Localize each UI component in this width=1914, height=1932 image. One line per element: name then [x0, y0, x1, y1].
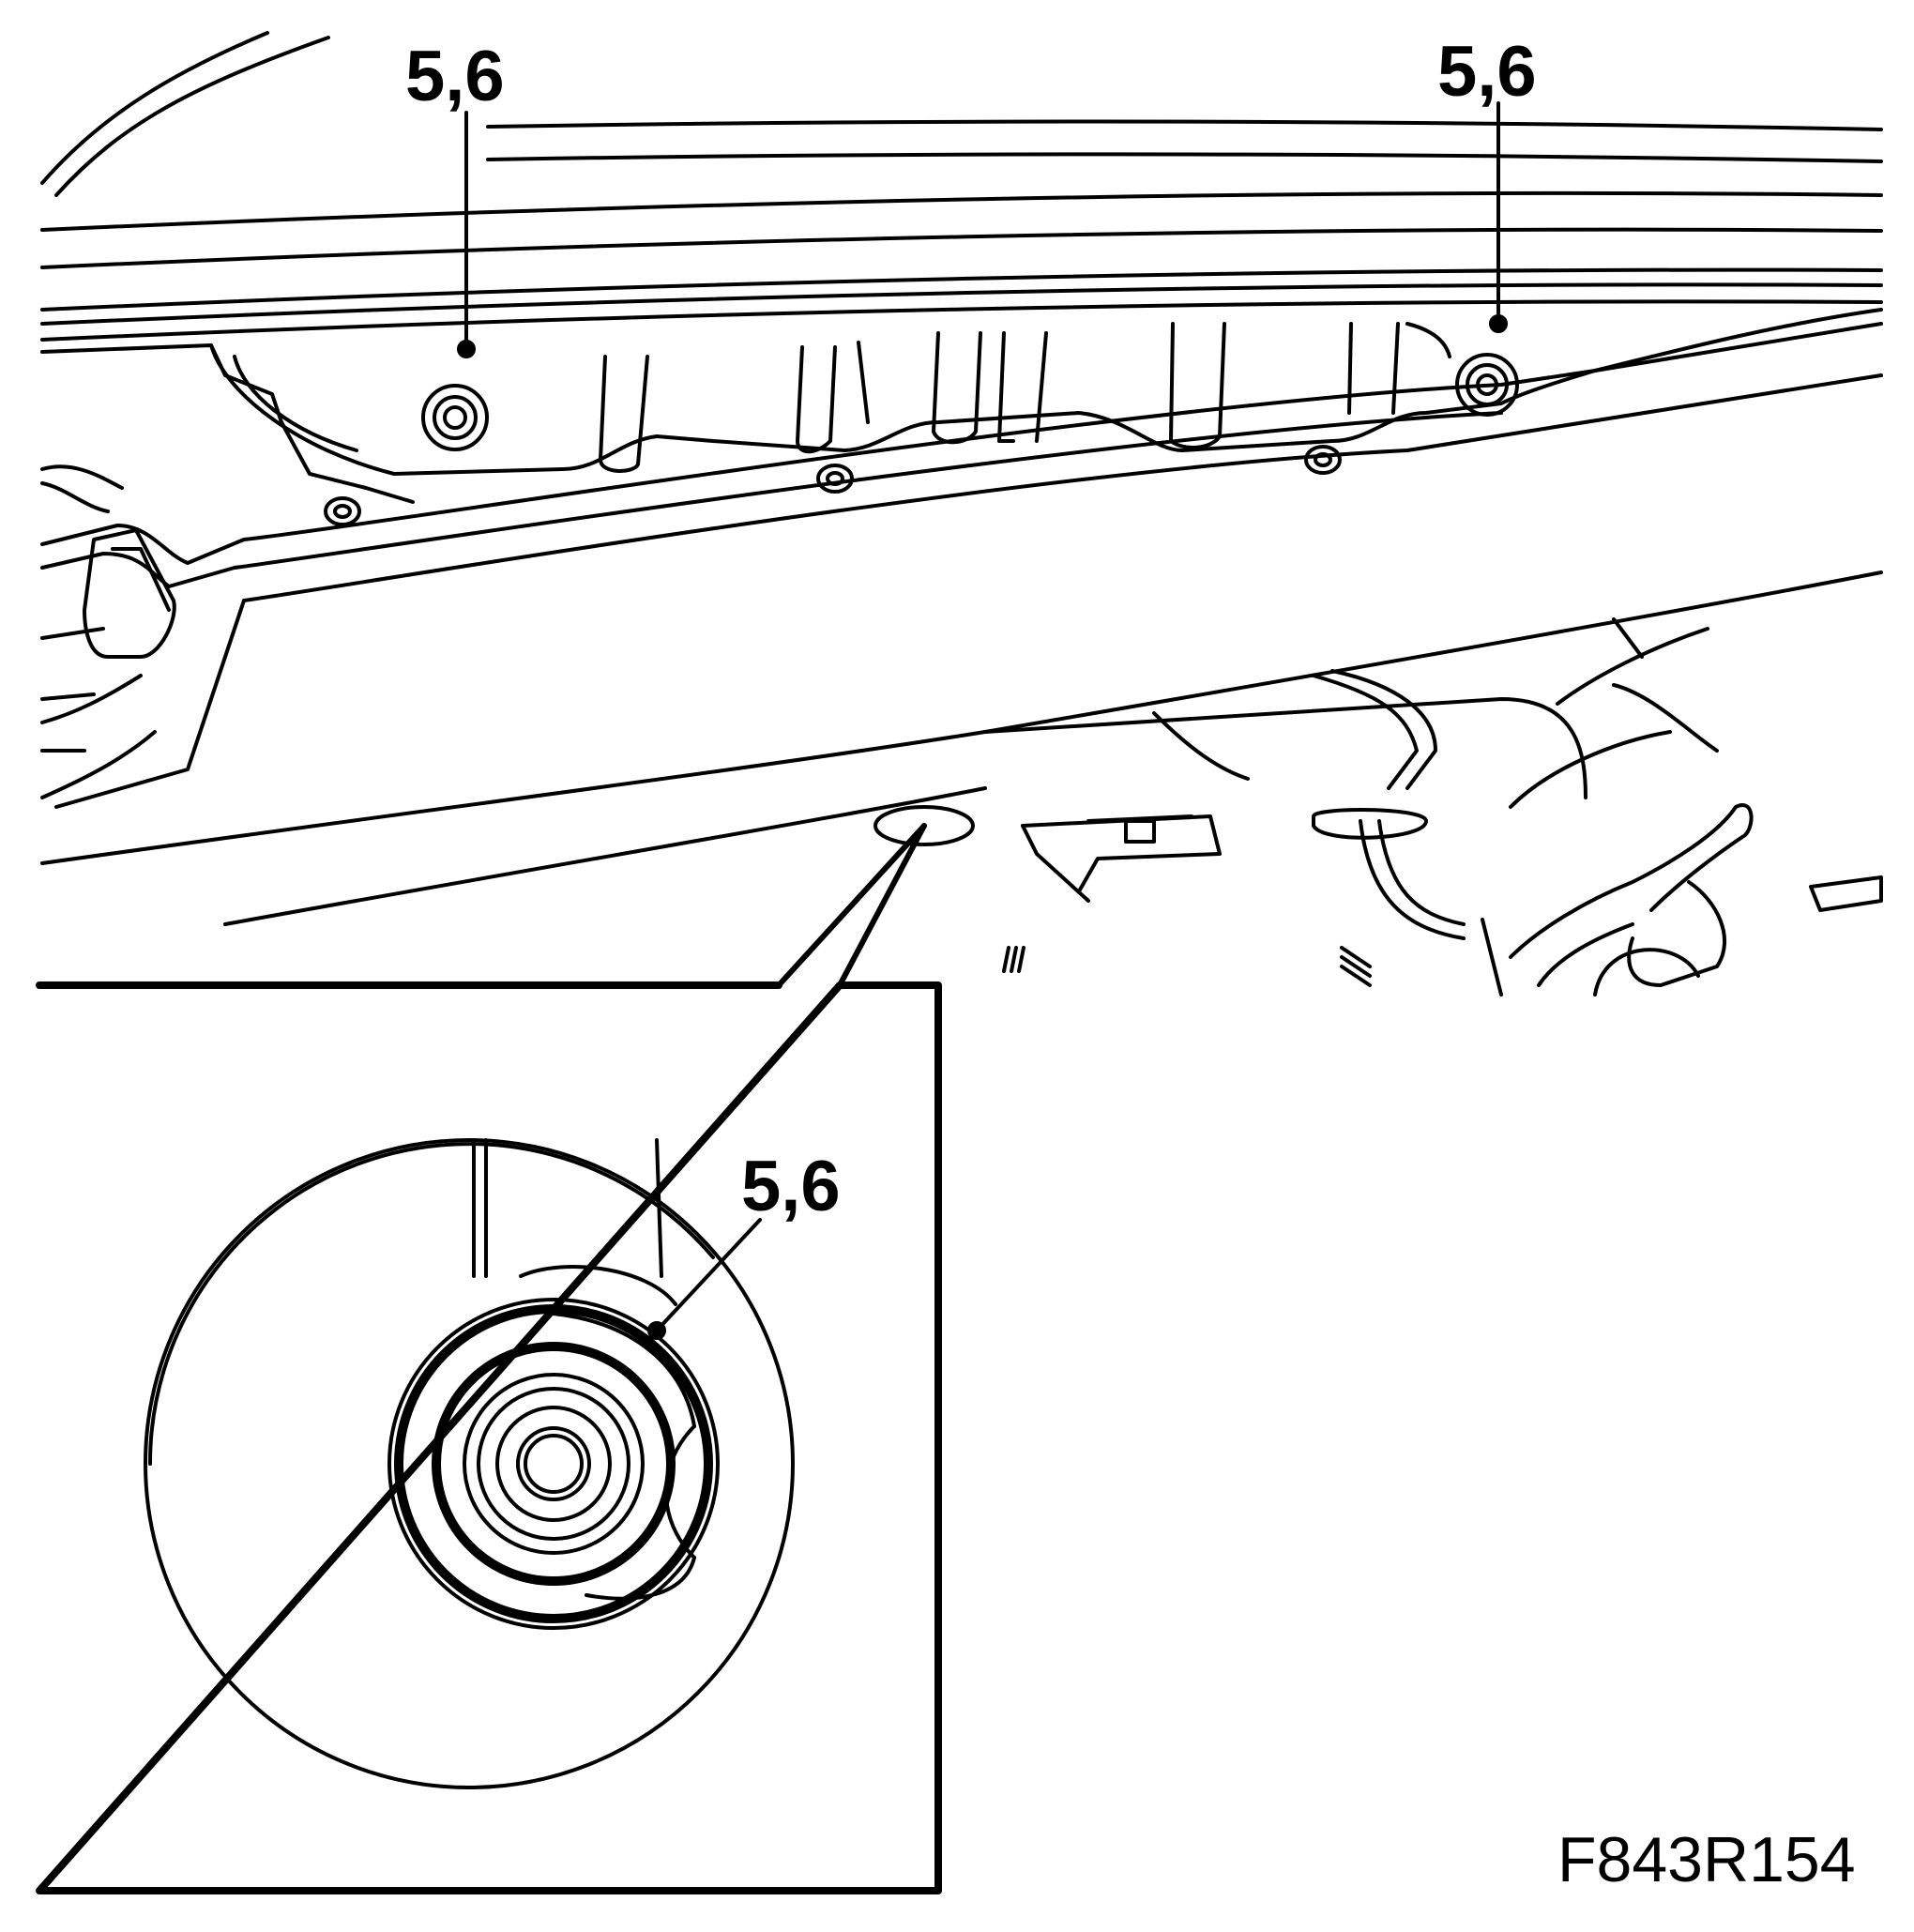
- fender-arc: [40, 31, 330, 197]
- cross-member: [40, 308, 1883, 926]
- callout-label-top-left: 5,6: [405, 37, 505, 116]
- main-view: [40, 31, 1883, 996]
- upper-rail: [40, 119, 1883, 342]
- floor-panel: [40, 322, 1883, 504]
- nut-top-left: [421, 384, 489, 451]
- top-leader-lines: [457, 101, 1508, 358]
- spring-clips: [1002, 946, 1372, 987]
- lower-components: [873, 617, 1883, 996]
- inset-detail: [36, 981, 942, 1894]
- callout-label-top-right: 5,6: [1437, 32, 1537, 112]
- figure-id: F843R154: [1557, 1824, 1856, 1895]
- zoom-callout-wedge: [776, 823, 927, 988]
- callout-label-inset: 5,6: [741, 1147, 841, 1226]
- left-bracket: [40, 464, 176, 799]
